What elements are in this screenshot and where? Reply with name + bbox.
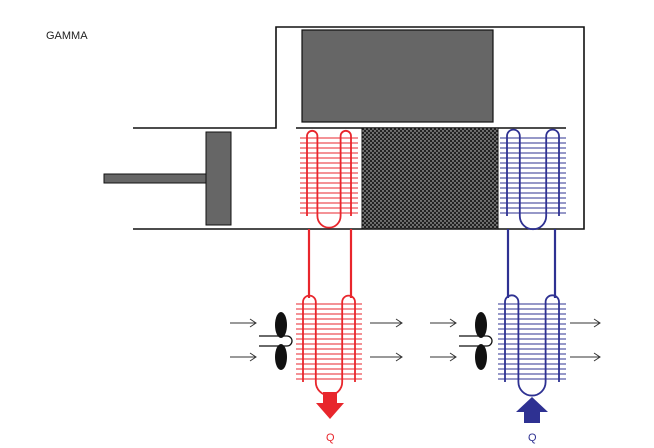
arrow-right-icon — [370, 352, 403, 362]
hot-heat-exchanger-lower — [296, 294, 362, 397]
airflow-arrows — [230, 318, 601, 362]
arrow-right-icon — [230, 318, 257, 328]
arrow-right-icon — [430, 352, 457, 362]
cold-connecting-pipes — [506, 229, 557, 298]
arrow-right-icon — [570, 352, 601, 362]
hot-connecting-pipes — [307, 229, 353, 298]
displacer-piston — [301, 29, 494, 123]
arrow-up-icon — [516, 397, 548, 423]
arrow-right-icon — [370, 318, 403, 328]
cold-heat-exchanger-lower — [498, 294, 566, 397]
fan-icon — [259, 312, 293, 370]
heat-label-hot: Q — [326, 432, 335, 444]
hot-heat-exchanger-upper — [300, 129, 358, 229]
piston-rod — [103, 173, 207, 184]
fan-icon — [459, 312, 493, 370]
heat-label-cold: Q — [528, 432, 537, 444]
regenerator — [361, 127, 499, 230]
arrow-down-icon — [316, 392, 344, 419]
arrow-right-icon — [570, 318, 601, 328]
diagram-title: GAMMA — [46, 30, 88, 42]
cold-heat-exchanger-upper — [500, 128, 566, 231]
arrow-right-icon — [230, 352, 257, 362]
arrow-right-icon — [430, 318, 457, 328]
power-piston — [205, 131, 232, 226]
